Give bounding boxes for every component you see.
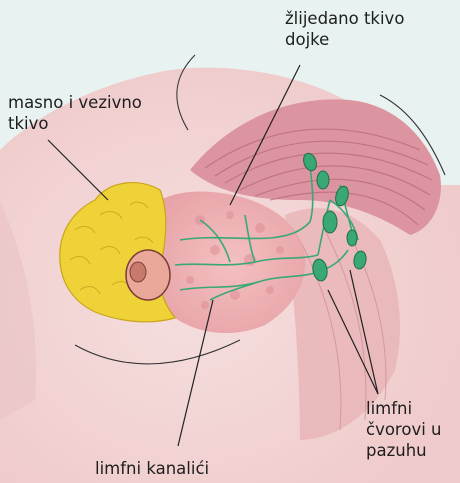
label-lymph-nodes-line-2: čvorovi u xyxy=(366,419,442,440)
nipple-tip xyxy=(130,262,146,282)
label-lymph-nodes-line-1: limfni xyxy=(366,398,442,419)
label-lymph-nodes: limfni čvorovi u pazuhu xyxy=(366,398,442,461)
label-glandular-line-1: žlijedano tkivo xyxy=(285,8,404,29)
label-fatty-line-1: masno i vezivno xyxy=(8,92,142,113)
label-lymph-ducts-line-1: limfni kanalići xyxy=(95,458,209,479)
label-fatty-line-2: tkivo xyxy=(8,113,142,134)
label-lymph-ducts: limfni kanalići xyxy=(95,458,209,479)
label-glandular-tissue: žlijedano tkivo dojke xyxy=(285,8,404,50)
label-fatty-tissue: masno i vezivno tkivo xyxy=(8,92,142,134)
label-glandular-line-2: dojke xyxy=(285,29,404,50)
label-lymph-nodes-line-3: pazuhu xyxy=(366,440,442,461)
